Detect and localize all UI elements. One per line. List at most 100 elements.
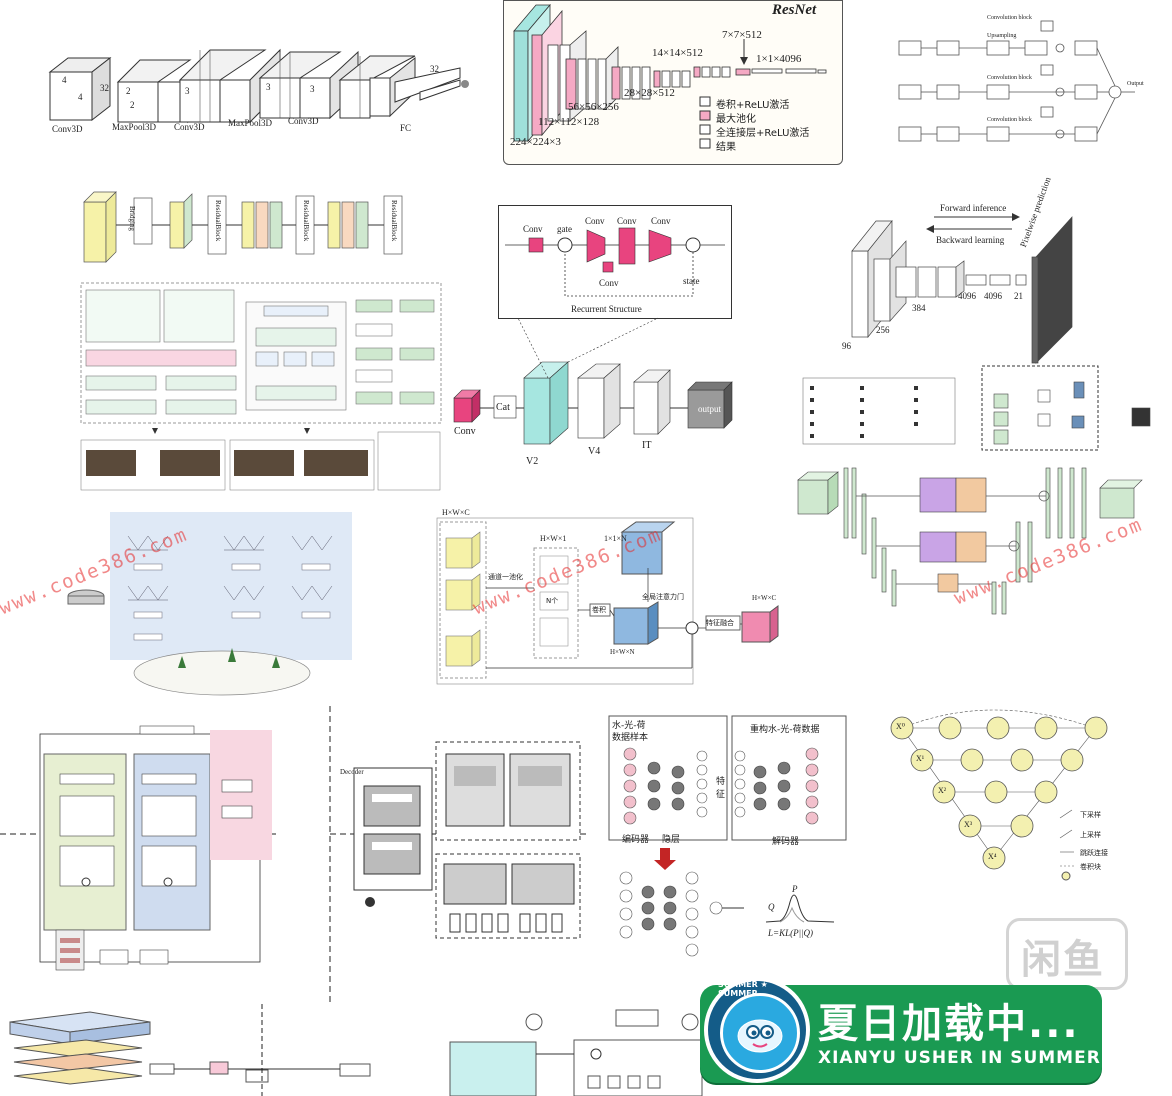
recurrent-flow [505, 227, 725, 297]
channel-top2-dim: 1×1×N [604, 534, 627, 543]
blue-panels-graph [67, 535, 333, 696]
unetpp-node-x0: X⁰ [896, 722, 905, 731]
autoencoder-right-title: 重构水-光-荷数据 [750, 725, 820, 735]
channel-conv-label: 卷积 [592, 606, 606, 614]
conv3d-label-4: MaxPool3D [228, 118, 273, 128]
autoencoder-hidden: 隐层 [662, 835, 681, 845]
resnet-dim-5: 14×14×512 [652, 47, 703, 59]
residual-block-bridging: Bridging [128, 206, 136, 231]
resnet-layers [513, 3, 827, 149]
recurrent-caption: Recurrent Structure [571, 304, 642, 314]
visual-stage-v4: V4 [588, 446, 601, 457]
recurrent-gate: gate [557, 224, 572, 234]
upsample-block-2: Upsampling [987, 33, 1017, 39]
autoencoder-q: Q [768, 902, 775, 912]
channel-gate-label: 全局注意力门 [642, 593, 684, 601]
autoencoder-p: P [792, 884, 798, 894]
upsample-block-4: Convolution block [987, 117, 1032, 123]
visual-stream-diagram: Conv Cat V2 V4 IT output [448, 317, 748, 468]
autoencoder-formula: L=KL(P||Q) [768, 928, 814, 938]
resnet-diagram: ResNet [503, 0, 843, 165]
conv3d-blocks [48, 48, 469, 124]
channel-attention-diagram: H×W×C H×W×1 1×1×N 通道一池化 N个 卷积 全局注意力门 特征融… [436, 508, 796, 686]
recurrent-conv-1: Conv [523, 224, 543, 234]
fcn-blocks [851, 213, 1073, 364]
channel-out-dim: H×W×C [752, 594, 777, 602]
unetpp-graph [890, 709, 1108, 881]
unetpp-legend-conv: 卷积块 [1080, 863, 1101, 871]
recurrent-conv-4: Conv [651, 216, 671, 226]
fish-mascot-icon [737, 1019, 783, 1053]
fcn-dim-4096b: 4096 [984, 291, 1002, 301]
unetpp-node-x1: X¹ [916, 754, 925, 763]
resnet-dim-1: 224×224×3 [510, 136, 561, 148]
unet-blocks [797, 467, 1143, 615]
blue-panels-diagram [62, 508, 362, 703]
conv3d-diagram: Conv3D MaxPool3D Conv3D MaxPool3D Conv3D… [40, 20, 480, 150]
autoencoder-left-title2: 数据样本 [612, 733, 649, 743]
recurrent-conv-2: Conv [585, 216, 605, 226]
resnet-dim-7: 1×1×4096 [756, 53, 802, 65]
fcn-dim-256: 256 [876, 325, 890, 335]
badge-subtitle: XIANYU USHER IN SUMMER [818, 1048, 1101, 1068]
conv3d-num-3: 4 [78, 92, 83, 102]
conv3d-label-5: Conv3D [288, 116, 319, 126]
decoder-blocks [329, 706, 590, 1006]
transformer-blocks [0, 725, 280, 971]
unetpp-legend-down: 下采样 [1080, 811, 1101, 819]
conv3d-num-1: 4 [62, 75, 67, 85]
channel-fusion-label: 特征融合 [706, 619, 734, 627]
visual-stage-cat: Cat [496, 402, 510, 413]
unetpp-legend-skip: 跳跃连接 [1080, 849, 1108, 857]
stacked-layers [9, 1004, 371, 1096]
conv3d-num-9: 32 [430, 64, 439, 74]
unetpp-node-x3: X³ [964, 820, 973, 829]
residual-block-2: ResidualBlock [302, 200, 310, 242]
decoder-label: Decoder [340, 768, 364, 776]
channel-attention-flow [436, 517, 779, 685]
visual-stage-conv: Conv [454, 426, 476, 437]
unetpp-node-x4: X⁴ [988, 852, 997, 861]
fcn-forward: Forward inference [940, 203, 1007, 213]
residual-flow [83, 191, 403, 263]
channel-top-dim: H×W×C [442, 508, 470, 517]
resnet-legend-1: 卷积+ReLU激活 [716, 100, 790, 111]
resnet-dim-4: 28×28×512 [624, 87, 675, 99]
visual-stage-output: output [698, 404, 722, 414]
dense-flow-boxes [80, 282, 442, 491]
fcn-dim-384: 384 [912, 303, 926, 313]
conv3d-label-6: FC [400, 123, 412, 133]
conv3d-num-4: 2 [126, 86, 131, 96]
xianyu-logo: 闲鱼 [1006, 918, 1128, 990]
resnet-dim-6: 7×7×512 [722, 29, 762, 41]
stacked-layers-diagram [0, 1004, 440, 1096]
recurrent-conv-5: Conv [599, 278, 619, 288]
resnet-legend-3: 全连接层+ReLU激活 [716, 128, 810, 139]
conv3d-label-3: Conv3D [174, 122, 205, 132]
badge-title: 夏日加载中... [818, 1001, 1080, 1047]
upsample-block-1: Convolution block [987, 15, 1032, 21]
resnet-legend-4: 结果 [716, 142, 736, 153]
attention-block-diagram [802, 362, 1164, 451]
xianyu-logo-text: 闲鱼 [1021, 937, 1105, 983]
attention-blocks [802, 365, 1151, 451]
channel-mid-dim: H×W×1 [540, 534, 567, 543]
summer-ring-text: SUMMER ★ SUMMER [718, 980, 768, 998]
upsample-diagram: Convolution block Upsampling Convolution… [895, 15, 1145, 150]
visual-stage-v2: V2 [526, 456, 539, 467]
dense-flow-diagram [80, 282, 442, 492]
autoencoder-net [608, 715, 847, 957]
residual-diagram: Bridging ResidualBlock ResidualBlock Res… [80, 180, 420, 270]
conv3d-num-2: 32 [100, 83, 109, 93]
visual-stage-it: IT [642, 440, 652, 451]
channel-n-label: N个 [546, 597, 559, 605]
resnet-dim-3: 56×56×256 [568, 101, 619, 113]
fcn-dim-4096a: 4096 [958, 291, 976, 301]
blue-panel-2 [204, 512, 352, 660]
unetpp-legend-up: 上采样 [1080, 831, 1101, 839]
fcn-backward: Backward learning [936, 235, 1005, 245]
autoencoder-encoder: 编码器 [622, 835, 650, 845]
summer-badge[interactable]: SUMMER ★ SUMMER 夏日加载中... XIANYU USHER IN… [700, 977, 1102, 1083]
residual-block-3: ResidualBlock [390, 200, 398, 242]
upsample-block-3: Convolution block [987, 75, 1032, 81]
